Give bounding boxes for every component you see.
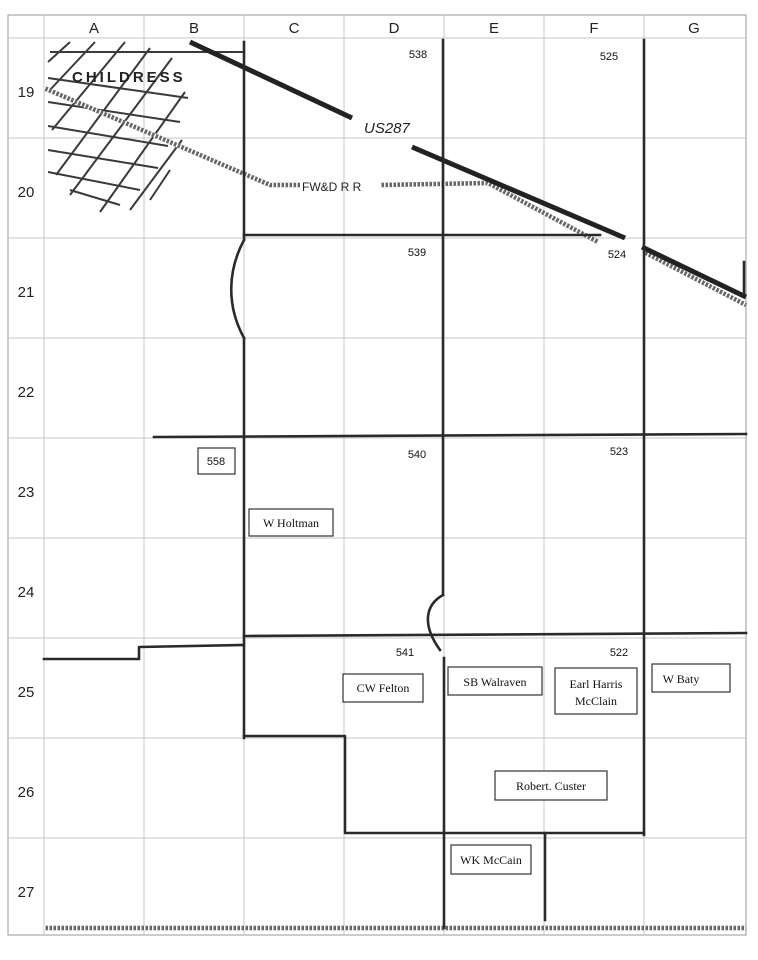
column-header-a: A xyxy=(89,20,99,37)
section-number: 540 xyxy=(408,449,426,461)
row-header-26: 26 xyxy=(18,784,35,801)
railroad-track xyxy=(43,85,748,931)
column-header-f: F xyxy=(589,20,598,37)
column-header-b: B xyxy=(189,20,199,37)
section-number: 524 xyxy=(608,249,626,261)
owner-box xyxy=(494,770,608,801)
town-street xyxy=(51,41,126,131)
survey-boundaries xyxy=(42,38,748,930)
row-header-20: 20 xyxy=(18,184,35,201)
owner-name: W Holtman xyxy=(263,516,319,530)
town-street xyxy=(47,171,141,191)
owner-name: McClain xyxy=(575,694,617,708)
section-number: 539 xyxy=(408,247,426,259)
town-street xyxy=(47,41,96,93)
section-number: 522 xyxy=(610,647,628,659)
highway-segment xyxy=(640,244,748,300)
section-number: 525 xyxy=(600,51,618,63)
town-street xyxy=(99,91,186,213)
owner-name: Earl Harris xyxy=(570,677,623,691)
town-street-grid xyxy=(47,41,245,213)
section-558-box xyxy=(197,447,236,475)
section-number: 523 xyxy=(610,446,628,458)
town-street xyxy=(47,77,189,99)
column-header-g: G xyxy=(688,20,700,37)
map-grid xyxy=(7,14,747,936)
column-header-e: E xyxy=(489,20,499,37)
owner-box xyxy=(651,663,731,693)
owner-labels: W Holtman CW Felton SB Walraven Earl Har… xyxy=(248,508,731,875)
highway-segment xyxy=(411,144,626,241)
owner-box xyxy=(554,667,638,715)
highway-segment xyxy=(188,39,354,121)
town-label: CHILDRESS xyxy=(72,69,186,86)
owner-name: CW Felton xyxy=(357,681,410,695)
row-headers: 19 20 21 22 23 24 25 26 27 xyxy=(18,84,35,901)
section-number: 558 xyxy=(207,456,225,468)
section-number: 538 xyxy=(409,49,427,61)
column-header-d: D xyxy=(389,20,400,37)
row-header-23: 23 xyxy=(18,484,35,501)
railroad-label: FW&D R R xyxy=(302,180,362,194)
owner-box xyxy=(450,844,532,875)
row-header-22: 22 xyxy=(18,384,35,401)
owner-name: WK McCain xyxy=(460,853,522,867)
owner-box xyxy=(342,673,424,703)
highway-label: US287 xyxy=(364,120,411,137)
row-header-25: 25 xyxy=(18,684,35,701)
section-numbers: 538 525 539 524 540 523 541 522 558 xyxy=(197,49,628,659)
row-header-21: 21 xyxy=(18,284,35,301)
us-highway xyxy=(188,39,748,300)
town-street xyxy=(69,57,173,196)
owner-name: W Baty xyxy=(663,672,700,686)
town-street xyxy=(129,139,183,211)
section-number: 541 xyxy=(396,647,414,659)
town-street xyxy=(47,41,71,63)
town-street xyxy=(47,101,181,123)
row-header-19: 19 xyxy=(18,84,35,101)
column-headers: A B C D E F G xyxy=(89,20,700,37)
town-street xyxy=(47,149,159,169)
town-street xyxy=(69,189,121,206)
town-street xyxy=(149,169,171,201)
owner-name: Robert. Custer xyxy=(516,779,586,793)
column-header-c: C xyxy=(289,20,300,37)
owner-box xyxy=(248,508,334,537)
grid-frame xyxy=(7,14,747,936)
row-header-24: 24 xyxy=(18,584,35,601)
owner-box xyxy=(447,666,543,696)
row-header-27: 27 xyxy=(18,884,35,901)
owner-name: SB Walraven xyxy=(463,675,526,689)
